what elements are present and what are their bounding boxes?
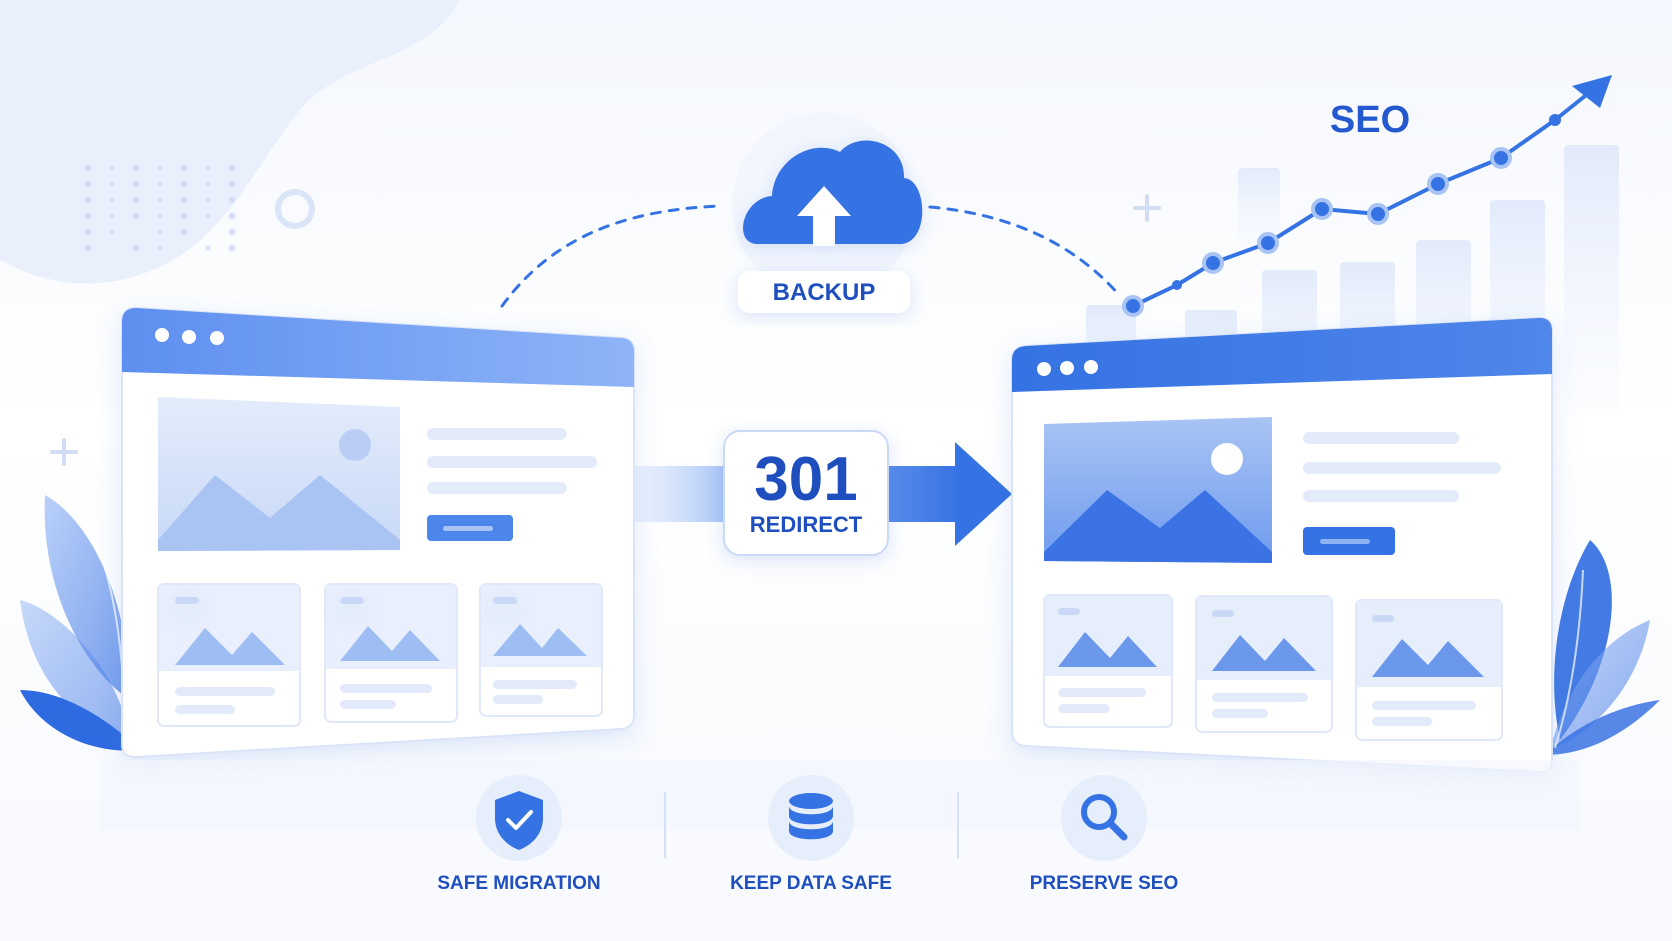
grid-dot — [180, 196, 188, 204]
grid-dot — [228, 164, 236, 172]
grid-dot — [228, 196, 236, 204]
grid-dot — [157, 229, 163, 235]
seo-trend-line — [1122, 75, 1612, 317]
grid-dot — [132, 164, 140, 172]
feature-label: PRESERVE SEO — [1030, 873, 1179, 894]
grid-dot — [228, 212, 236, 220]
new-website-window — [175, 316, 1553, 774]
feature-label: SAFE MIGRATION — [437, 873, 600, 894]
cloud-upload-icon — [743, 140, 923, 246]
feature-safe-migration: SAFE MIGRATION — [437, 775, 601, 894]
grid-dot — [132, 196, 140, 204]
grid-dot — [180, 212, 188, 220]
old-website-window — [121, 306, 635, 759]
grid-dot — [109, 165, 115, 171]
grid-dot — [109, 229, 115, 235]
grid-dot — [205, 197, 211, 203]
grid-dot — [228, 180, 236, 188]
grid-dot — [228, 244, 236, 252]
grid-dot — [157, 165, 163, 171]
feature-label: KEEP DATA SAFE — [730, 873, 892, 894]
redirect-code: 301 — [754, 445, 857, 514]
backup-group: BACKUP — [732, 113, 923, 313]
backup-label: BACKUP — [773, 279, 876, 306]
grid-dot — [157, 197, 163, 203]
grid-dot — [205, 213, 211, 219]
grid-dot — [109, 181, 115, 187]
ring-decoration — [275, 189, 315, 229]
grid-dot — [84, 228, 92, 236]
background-blob — [0, 0, 460, 284]
dashed-arc-left — [500, 204, 722, 308]
grid-dot — [84, 180, 92, 188]
leaves-right-decoration — [1545, 540, 1660, 755]
seo-label: SEO — [1330, 99, 1410, 141]
grid-dot — [132, 180, 140, 188]
magnifier-icon — [1081, 794, 1128, 841]
feature-keep-data-safe: KEEP DATA SAFE — [730, 775, 892, 894]
plus-decoration — [50, 194, 1161, 466]
grid-dot — [157, 213, 163, 219]
backup-badge — [738, 271, 910, 313]
grid-dot — [180, 180, 188, 188]
trend-up-arrow-icon — [1572, 75, 1612, 108]
grid-dot — [109, 197, 115, 203]
grid-dot — [180, 228, 188, 236]
grid-dot — [84, 244, 92, 252]
grid-dot — [205, 181, 211, 187]
grid-dot — [205, 245, 211, 251]
grid-dot — [157, 245, 163, 251]
grid-dot — [228, 228, 236, 236]
redirect-badge: 301 REDIRECT — [723, 430, 889, 556]
leaves-left-decoration — [20, 495, 140, 751]
grid-dot — [132, 244, 140, 252]
grid-dot — [109, 213, 115, 219]
dot-grid-decoration — [84, 164, 236, 252]
database-icon — [789, 793, 833, 840]
shield-check-icon — [495, 791, 543, 850]
grid-dot — [84, 212, 92, 220]
grid-dot — [205, 165, 211, 171]
grid-dot — [84, 196, 92, 204]
grid-dot — [157, 181, 163, 187]
feature-preserve-seo: PRESERVE SEO — [1030, 775, 1179, 894]
grid-dot — [84, 164, 92, 172]
grid-dot — [180, 164, 188, 172]
dashed-arc-right — [928, 205, 1122, 298]
grid-dot — [132, 212, 140, 220]
redirect-label: REDIRECT — [750, 512, 863, 537]
